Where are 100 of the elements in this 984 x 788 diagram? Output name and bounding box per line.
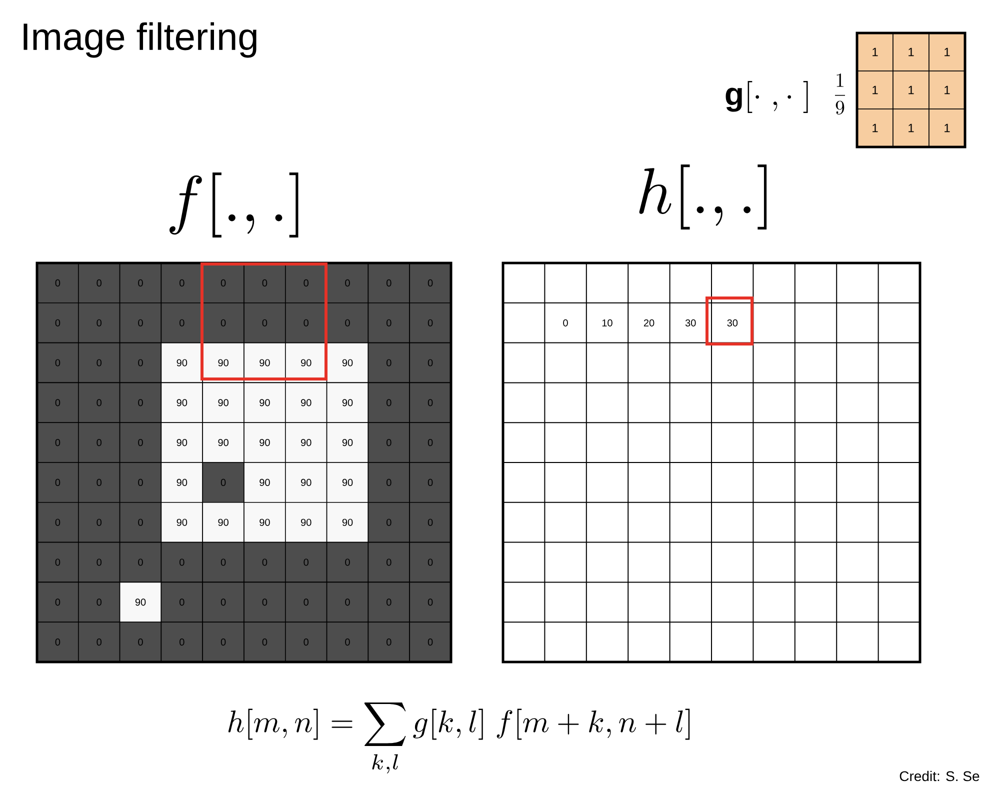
kernel-cell: 1: [928, 70, 966, 110]
pixel-cell: 0: [409, 342, 452, 384]
pixel-cell: 0: [409, 582, 452, 622]
image-label: $f[.,.]$: [170, 172, 298, 238]
pixel-cell: 0: [119, 502, 162, 543]
pixel-cell: 0: [78, 502, 120, 543]
pixel-cell: 0: [368, 542, 410, 583]
pixel-cell: 0: [244, 302, 286, 344]
pixel-cell: 0: [119, 422, 162, 463]
pixel-cell: 0: [326, 542, 369, 583]
pixel-cell: 90: [285, 462, 328, 503]
output-value: 0: [563, 319, 568, 326]
credit-note: Credit: S. Se: [900, 770, 980, 782]
pixel-cell: 90: [244, 382, 286, 423]
pixel-cell: 0: [78, 542, 120, 583]
pixel-cell: 90: [244, 422, 286, 463]
pixel-cell: 0: [285, 582, 328, 622]
pixel-cell: 0: [202, 542, 244, 583]
kernel-cell: 1: [892, 108, 930, 148]
filter-equation: $h[m,n]=\sum_{k,l} g[k,l]\;f[m+k,n+l]$: [228, 702, 690, 774]
pixel-cell: 90: [326, 502, 369, 543]
pixel-cell: 0: [368, 622, 410, 662]
pixel-cell: 0: [368, 262, 410, 304]
pixel-cell: 0: [368, 582, 410, 622]
pixel-cell: 90: [119, 582, 162, 622]
pixel-cell: 0: [409, 302, 452, 344]
kernel-cell: 1: [892, 70, 930, 110]
kernel-cell: 1: [856, 32, 894, 72]
pixel-cell: 0: [160, 542, 203, 583]
pixel-cell: 0: [409, 502, 452, 543]
pixel-cell: 0: [409, 422, 452, 463]
pixel-cell: 90: [160, 462, 203, 503]
pixel-cell: 0: [78, 582, 120, 622]
kernel-label: $\mathbf{g}[\cdot\;,\cdot\;]$: [726, 81, 808, 113]
output-value: 10: [602, 319, 612, 326]
pixel-cell: 0: [36, 462, 79, 503]
output-label: $h[.,.]$: [639, 164, 767, 230]
pixel-cell: 0: [78, 382, 120, 423]
pixel-cell: 90: [244, 502, 286, 543]
output-value: 30: [727, 319, 738, 326]
pixel-cell: 0: [78, 622, 120, 662]
pixel-cell: 90: [160, 342, 203, 384]
output-value: 30: [685, 319, 696, 326]
pixel-cell: 0: [244, 542, 286, 583]
pixel-cell: 0: [119, 302, 162, 344]
pixel-cell: 0: [119, 462, 162, 503]
pixel-cell: 0: [36, 262, 79, 304]
pixel-cell: 0: [36, 502, 79, 543]
kernel-cell: 1: [928, 32, 966, 72]
pixel-cell: 90: [160, 502, 203, 543]
pixel-cell: 0: [202, 582, 244, 622]
pixel-cell: 90: [202, 382, 244, 423]
pixel-cell: 90: [202, 422, 244, 463]
pixel-cell: 0: [119, 262, 162, 304]
kernel-cell: 1: [928, 108, 966, 148]
pixel-cell: 90: [285, 382, 328, 423]
pixel-cell: 0: [326, 262, 369, 304]
pixel-cell: 0: [160, 622, 203, 662]
pixel-cell: 90: [160, 422, 203, 463]
pixel-cell: 0: [368, 302, 410, 344]
pixel-cell: 0: [78, 462, 120, 503]
pixel-cell: 0: [36, 342, 79, 384]
pixel-cell: 0: [368, 382, 410, 423]
pixel-cell: 0: [326, 582, 369, 622]
kernel-cell: 1: [856, 108, 894, 148]
kernel-cell: 1: [892, 32, 930, 72]
pixel-cell: 90: [244, 342, 286, 384]
pixel-cell: 0: [160, 302, 203, 344]
pixel-cell: 0: [78, 262, 120, 304]
pixel-cell: 0: [78, 422, 120, 463]
pixel-cell: 90: [326, 462, 369, 503]
pixel-cell: 0: [78, 302, 120, 344]
pixel-cell: 0: [368, 502, 410, 543]
pixel-cell: 0: [368, 422, 410, 463]
pixel-cell: 0: [285, 622, 328, 662]
pixel-cell: 0: [119, 542, 162, 583]
pixel-cell: 0: [36, 582, 79, 622]
pixel-cell: 0: [285, 302, 328, 344]
pixel-cell: 0: [244, 262, 286, 304]
pixel-cell: 90: [285, 502, 328, 543]
pixel-cell: 0: [409, 542, 452, 583]
pixel-cell: 0: [409, 622, 452, 662]
pixel-cell: 0: [244, 582, 286, 622]
pixel-cell: 90: [160, 382, 203, 423]
pixel-cell: 0: [36, 542, 79, 583]
pixel-cell: 90: [244, 462, 286, 503]
pixel-cell: 0: [244, 622, 286, 662]
pixel-cell: 0: [368, 342, 410, 384]
pixel-cell: 0: [36, 422, 79, 463]
pixel-cell: 0: [326, 622, 369, 662]
pixel-cell: 0: [409, 262, 452, 304]
pixel-cell: 0: [202, 622, 244, 662]
pixel-cell: 0: [368, 462, 410, 503]
pixel-cell: 90: [285, 422, 328, 463]
pixel-cell: 0: [202, 462, 244, 503]
slide-title: Image filtering: [24, 22, 256, 58]
kernel-cell: 1: [856, 70, 894, 110]
pixel-cell: 0: [202, 302, 244, 344]
pixel-cell: 0: [409, 382, 452, 423]
pixel-cell: 90: [326, 342, 369, 384]
